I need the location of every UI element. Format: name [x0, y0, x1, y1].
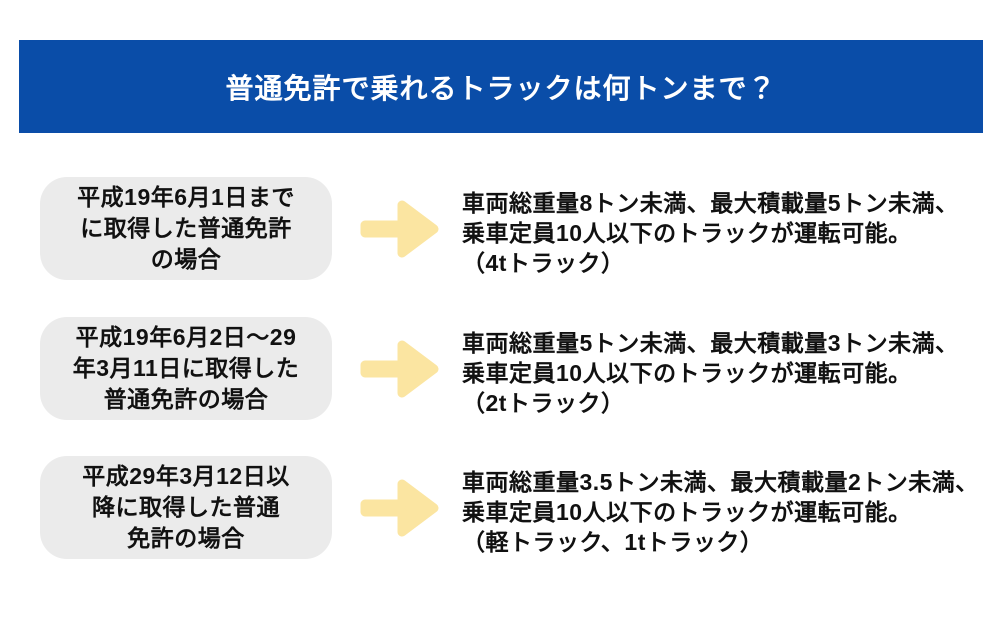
arrow-right-icon [360, 479, 439, 536]
condition-line: 平成29年3月12日以 [82, 463, 290, 489]
arrow-right-icon [360, 200, 439, 257]
condition-line: 免許の場合 [127, 525, 245, 551]
result-text-3: 車両総重量3.5トン未満、最大積載量2トン未満、 乗車定員10人以下のトラックが… [462, 467, 979, 557]
result-line: 車両総重量8トン未満、最大積載量5トン未満、 [462, 189, 959, 216]
condition-box-3: 平成29年3月12日以 降に取得した普通 免許の場合 [40, 456, 332, 559]
result-line: 乗車定員10人以下のトラックが運転可能。 [462, 498, 912, 525]
condition-box-1: 平成19年6月1日まで に取得した普通免許 の場合 [40, 177, 332, 280]
result-line: 乗車定員10人以下のトラックが運転可能。 [462, 359, 912, 386]
condition-line: 降に取得した普通 [92, 494, 280, 520]
result-line: 車両総重量3.5トン未満、最大積載量2トン未満、 [462, 468, 979, 495]
page-title: 普通免許で乗れるトラックは何トンまで？ [225, 72, 777, 104]
condition-line: の場合 [150, 246, 222, 272]
result-text-1: 車両総重量8トン未満、最大積載量5トン未満、 乗車定員10人以下のトラックが運転… [462, 188, 959, 278]
arrow-right-icon [360, 340, 439, 397]
license-row-1: 平成19年6月1日まで に取得した普通免許 の場合 車両総重量8トン未満、最大積… [0, 177, 1000, 280]
license-row-3: 平成29年3月12日以 降に取得した普通 免許の場合 車両総重量3.5トン未満、… [0, 456, 1000, 559]
result-line: （軽トラック、1tトラック） [462, 528, 764, 555]
license-row-2: 平成19年6月2日～29 年3月11日に取得した 普通免許の場合 車両総重量5ト… [0, 317, 1000, 420]
condition-line: に取得した普通免許 [80, 215, 292, 241]
result-line: 車両総重量5トン未満、最大積載量3トン未満、 [462, 329, 959, 356]
condition-box-2: 平成19年6月2日～29 年3月11日に取得した 普通免許の場合 [40, 317, 332, 420]
result-text-2: 車両総重量5トン未満、最大積載量3トン未満、 乗車定員10人以下のトラックが運転… [462, 328, 959, 418]
title-bar: 普通免許で乗れるトラックは何トンまで？ [19, 40, 983, 133]
condition-line: 平成19年6月2日～29 [75, 324, 297, 350]
result-line: 乗車定員10人以下のトラックが運転可能。 [462, 219, 912, 246]
condition-line: 普通免許の場合 [103, 386, 269, 412]
condition-line: 年3月11日に取得した [72, 355, 300, 381]
condition-line: 平成19年6月1日まで [77, 184, 295, 210]
result-line: （4tトラック） [462, 249, 625, 276]
result-line: （2tトラック） [462, 389, 625, 416]
